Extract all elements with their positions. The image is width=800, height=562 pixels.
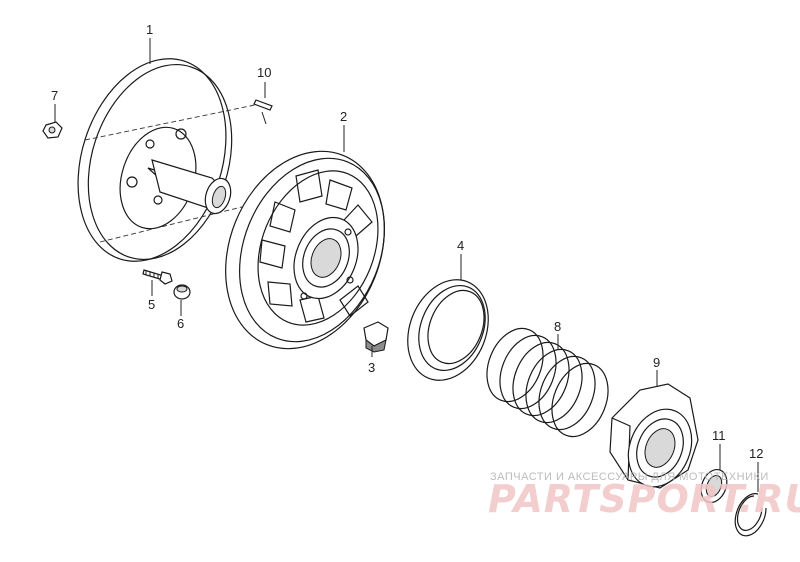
label-4: 4 (457, 238, 464, 253)
part-4-ring (407, 279, 489, 381)
part-8-spring (486, 327, 609, 438)
label-6: 6 (177, 316, 184, 331)
label-7: 7 (51, 88, 58, 103)
part-2-movable-sheave (225, 150, 385, 350)
part-6-cap-nut (173, 284, 191, 300)
part-10-pin (253, 99, 273, 125)
part-3-slider (363, 321, 389, 353)
part-11-washer (700, 469, 728, 503)
part-12-circlip (734, 493, 767, 537)
label-10: 10 (257, 65, 271, 80)
label-9: 9 (653, 355, 660, 370)
label-8: 8 (554, 319, 561, 334)
part-7-nut (42, 121, 63, 139)
leader-lines (54, 38, 759, 492)
watermark: ЗАПЧАСТИ И АКСЕССУАРЫ ДЛЯ МОТОТЕХНИКИ PA… (488, 471, 800, 521)
label-11: 11 (712, 428, 726, 443)
watermark-brand: PARTSPORT.RU (488, 477, 800, 521)
part-5-bolt (142, 269, 173, 285)
label-2: 2 (340, 109, 347, 124)
part-labels: 1 2 3 4 5 6 7 8 9 10 11 12 (51, 22, 763, 461)
watermark-tagline: ЗАПЧАСТИ И АКСЕССУАРЫ ДЛЯ МОТОТЕХНИКИ (490, 471, 769, 483)
label-1: 1 (146, 22, 153, 37)
label-12: 12 (749, 446, 763, 461)
part-1-fixed-sheave (77, 58, 271, 262)
part-9-spring-seat (609, 383, 699, 489)
label-3: 3 (368, 360, 375, 375)
label-5: 5 (148, 297, 155, 312)
